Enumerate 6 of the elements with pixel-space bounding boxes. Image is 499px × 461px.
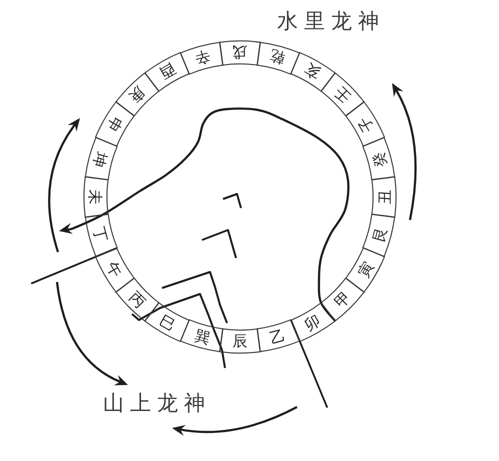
ring-segment: 戌 (218, 39, 262, 68)
ring-segment: 丑 (370, 175, 398, 219)
text-label: 山上龙神 (103, 391, 211, 415)
ring-segment: 未 (82, 175, 110, 219)
text-label: 水里龙神 (277, 9, 385, 33)
ring-segment: 辰 (218, 326, 262, 355)
